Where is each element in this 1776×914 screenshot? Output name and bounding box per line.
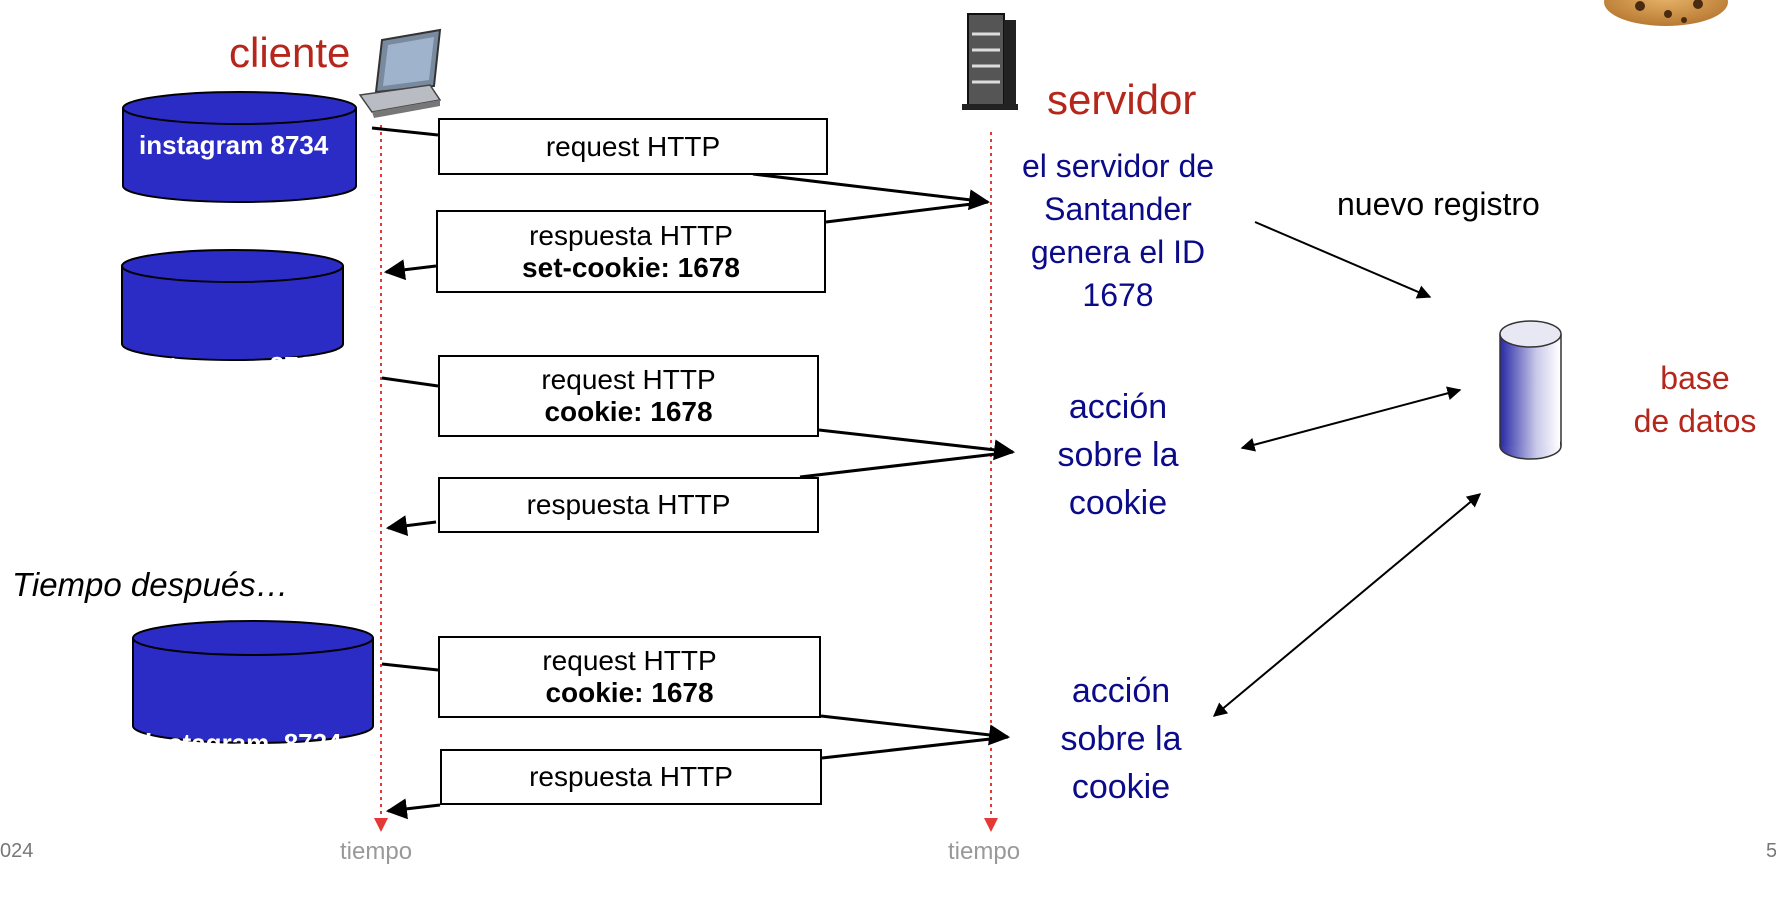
message-box-response: respuesta HTTP set-cookie: 1678 xyxy=(436,210,826,293)
message-line: request HTTP xyxy=(541,364,716,395)
message-line: respuesta HTTP xyxy=(526,489,731,520)
cookie-entry: instagram 8734 xyxy=(145,728,342,758)
message-line: request HTTP xyxy=(545,130,721,162)
new-record-label: nuevo registro xyxy=(1337,186,1540,222)
message-header-line: cookie: 1678 xyxy=(544,396,713,427)
db-arrow-action-1 xyxy=(1240,386,1462,452)
message-line-4-b xyxy=(385,515,437,537)
message-line-4 xyxy=(799,450,1014,479)
client-timeline-arrowhead xyxy=(374,818,388,832)
note-line: acción xyxy=(1071,672,1171,710)
message-line-6 xyxy=(821,735,1009,760)
server-note-cookie-action: acción sobre la cookie xyxy=(1020,383,1216,527)
message-line-1-b xyxy=(752,172,991,211)
database-cylinder-icon xyxy=(1499,320,1562,460)
message-box-response: respuesta HTTP xyxy=(440,749,822,805)
note-line: acción xyxy=(1068,388,1168,426)
note-line: Santander xyxy=(1044,191,1192,227)
database-label-line-2: de datos xyxy=(1633,403,1757,439)
database-label-line-1: base xyxy=(1660,360,1730,396)
message-line-3 xyxy=(381,376,439,388)
footer-page-number: 5 xyxy=(1766,840,1776,862)
message-line-1 xyxy=(371,126,439,137)
message-header-line: set-cookie: 1678 xyxy=(522,251,740,283)
message-line-2 xyxy=(825,200,989,224)
cookie-file-cylinder-3 xyxy=(132,620,374,744)
cookie-file-cylinder-2 xyxy=(121,249,344,361)
server-note-cookie-action: acción sobre la cookie xyxy=(1023,667,1219,811)
cookie-file-2-text: instagram 8734 santander 1678 xyxy=(131,289,328,537)
message-box-request: request HTTP cookie: 1678 xyxy=(438,355,819,437)
note-line: cookie xyxy=(1071,768,1171,806)
message-line-5-b xyxy=(820,714,1011,746)
note-line: genera el ID xyxy=(1030,234,1206,270)
message-line-6-b xyxy=(385,798,441,820)
message-line-5 xyxy=(381,662,439,672)
cookie-entry: santander 1678 xyxy=(145,821,342,851)
cookie-sequence-diagram: cliente servidor Tiempo después… tiempo … xyxy=(0,0,1776,865)
diagram-lines xyxy=(121,0,1728,832)
message-header-line: cookie: 1678 xyxy=(545,677,714,708)
client-label: cliente xyxy=(229,29,351,76)
server-label: servidor xyxy=(1047,76,1197,123)
db-arrow-action-2 xyxy=(1212,493,1482,717)
server-time-axis-label: tiempo xyxy=(948,838,1021,865)
note-line: sobre la xyxy=(1060,720,1182,758)
cookie-icon xyxy=(1604,0,1728,26)
message-line: respuesta HTTP xyxy=(529,761,733,792)
new-record-arrow xyxy=(1254,221,1432,299)
note-line: sobre la xyxy=(1057,436,1179,474)
footer-left-text: 024 xyxy=(0,840,34,862)
server-timeline-arrowhead xyxy=(984,818,998,832)
cookie-entry: instagram 8734 xyxy=(139,130,329,160)
database-label: base de datos xyxy=(1614,357,1776,443)
note-line: 1678 xyxy=(1082,277,1154,313)
server-rack-icon xyxy=(962,13,1018,110)
cookie-file-1-text: instagram 8734 xyxy=(139,130,328,161)
cookie-entry: instagram 8734 xyxy=(131,351,328,381)
message-line: respuesta HTTP xyxy=(529,219,733,251)
message-line-3-b xyxy=(818,428,1016,461)
client-time-axis-label: tiempo xyxy=(340,838,413,865)
cookie-entry: santander 1678 xyxy=(131,444,328,474)
cookie-file-cylinder-1 xyxy=(122,91,357,203)
message-line-2-b xyxy=(383,259,437,281)
time-later-label: Tiempo después… xyxy=(12,566,289,603)
server-note-generate-id: el servidor de Santander genera el ID 16… xyxy=(1000,145,1236,317)
note-line: cookie xyxy=(1068,484,1168,522)
message-box-response: respuesta HTTP xyxy=(438,477,819,533)
message-line: request HTTP xyxy=(542,645,717,676)
message-box-request: request HTTP xyxy=(438,118,828,175)
note-line: el servidor de xyxy=(1021,148,1215,184)
message-box-request: request HTTP cookie: 1678 xyxy=(438,636,821,718)
laptop-icon xyxy=(358,28,442,118)
cookie-file-3-text: instagram 8734 santander 1678 xyxy=(145,666,342,914)
